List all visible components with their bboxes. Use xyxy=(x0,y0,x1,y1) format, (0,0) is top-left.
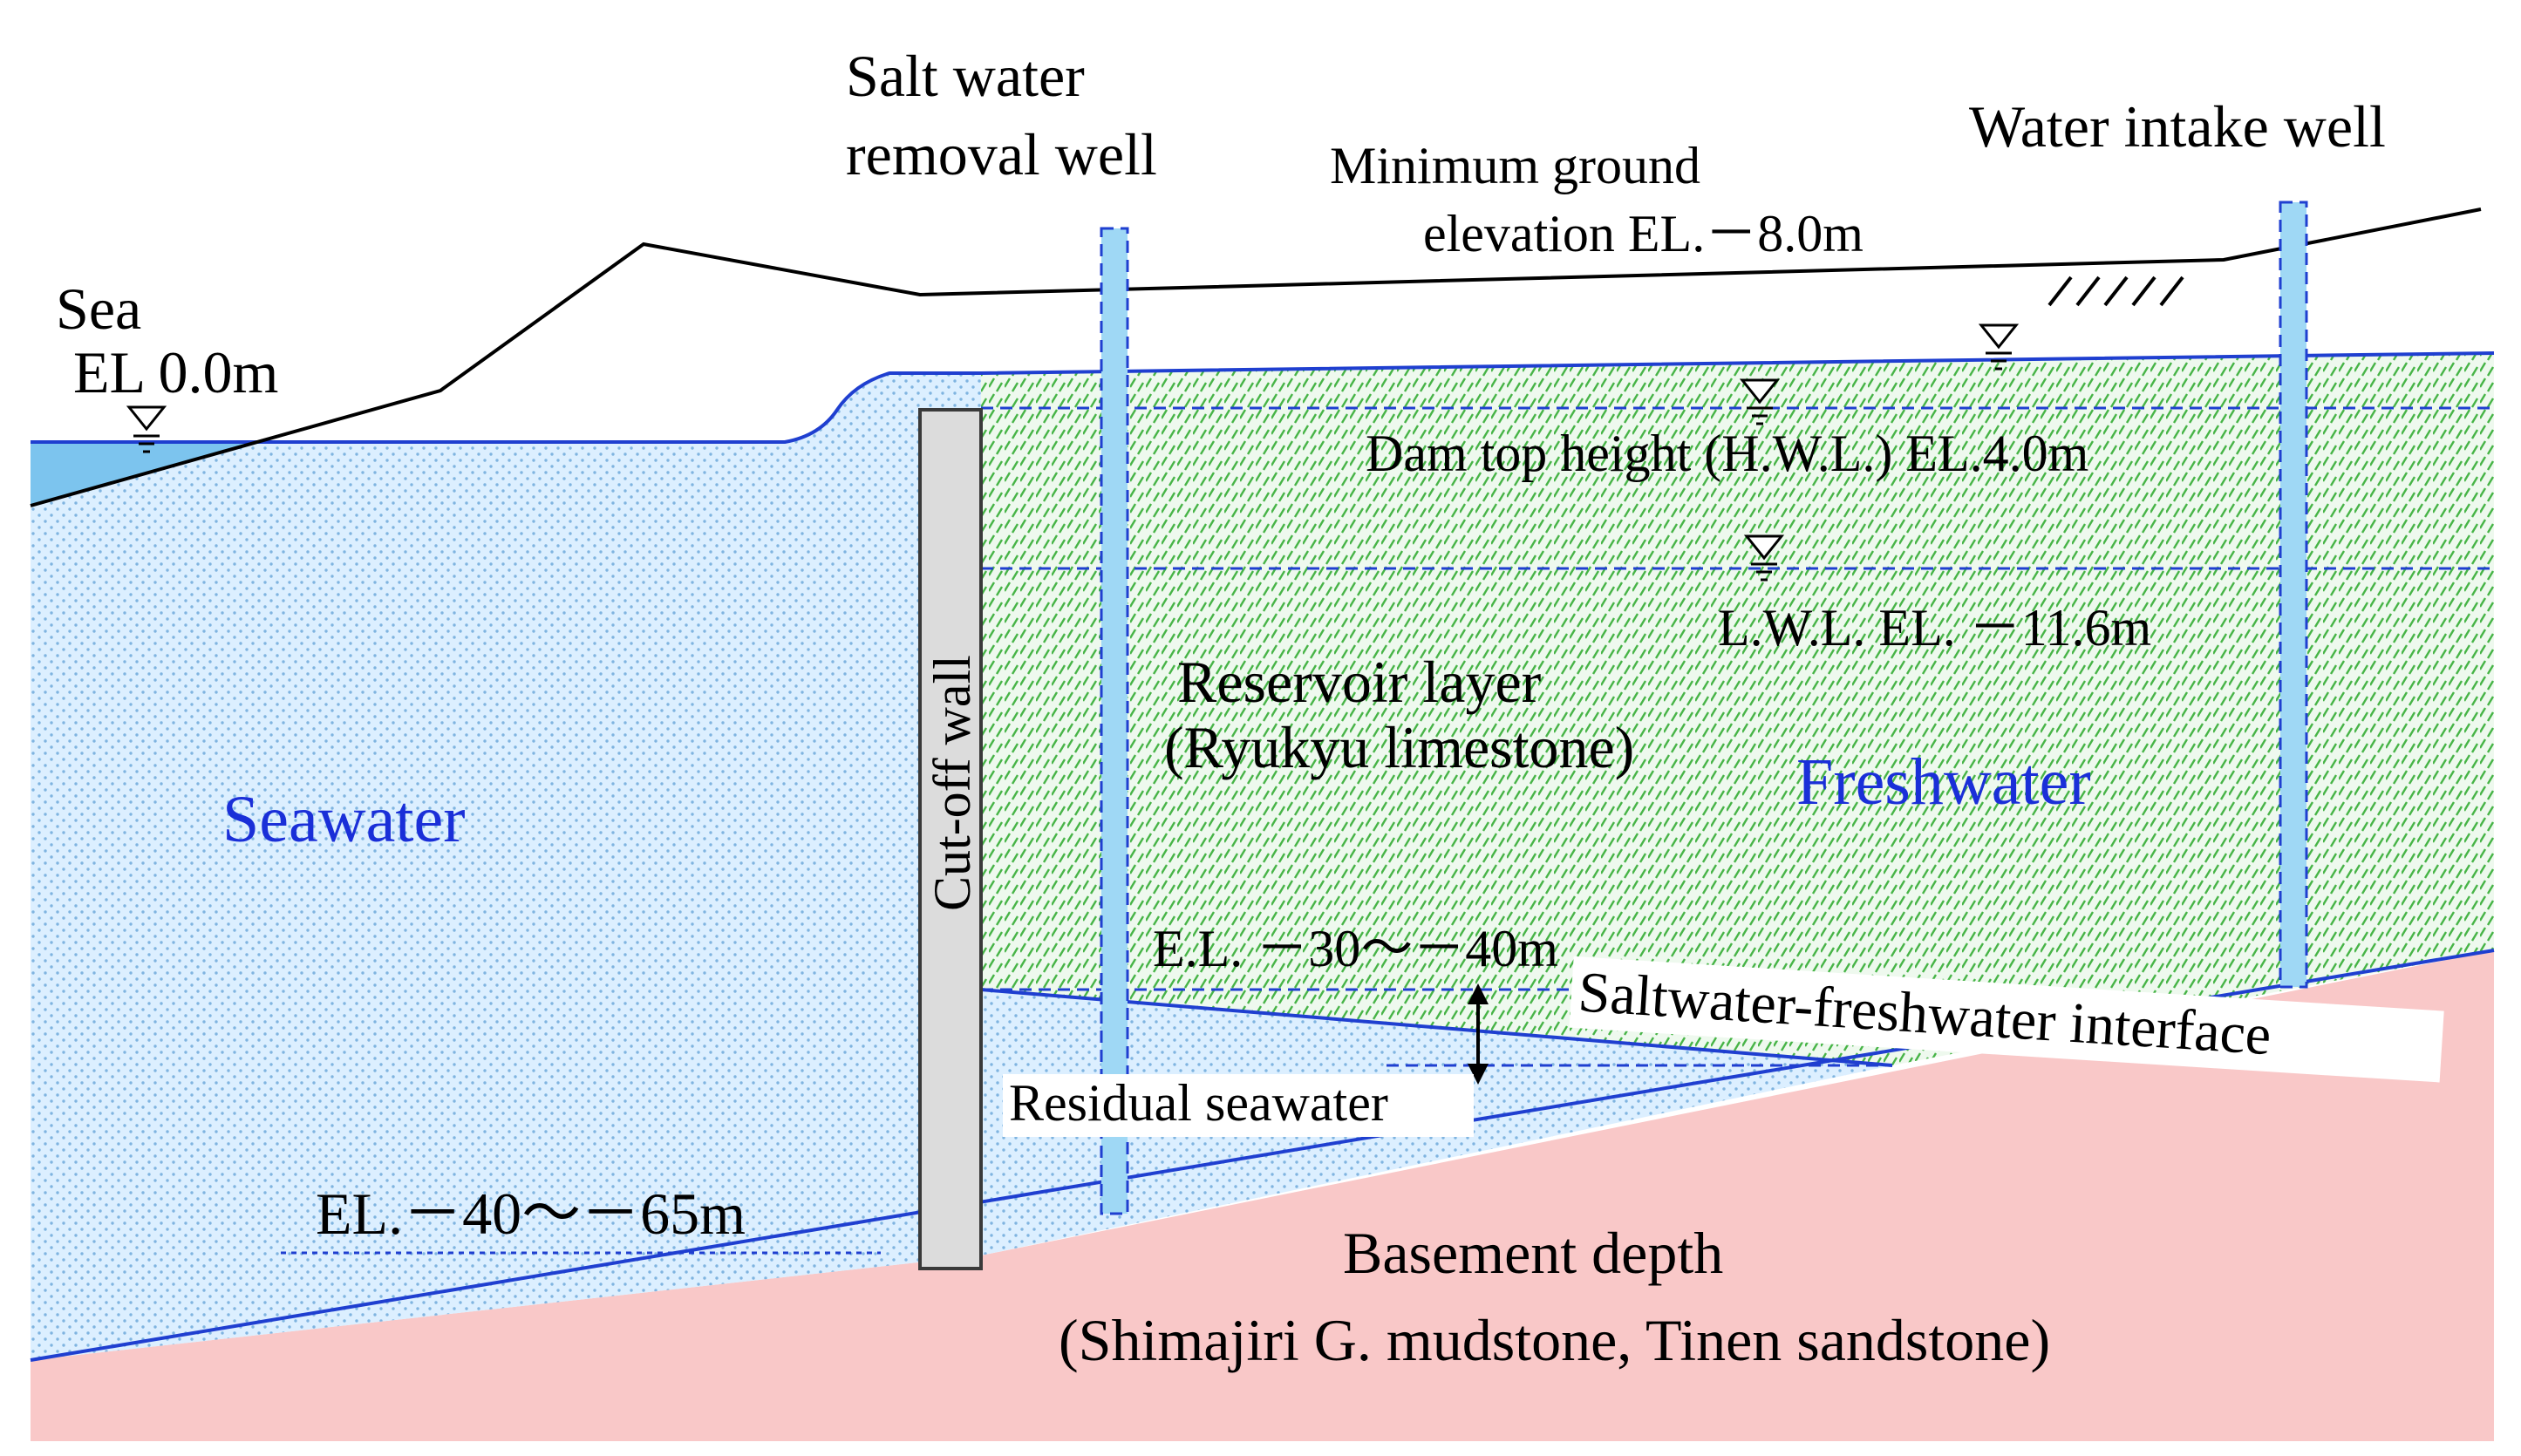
lwl-label: L.W.L. EL. －11.6m xyxy=(1718,599,2151,657)
reservoir-label: Reservoir layer xyxy=(1177,649,1542,715)
cutoff-wall-label: Cut-off wall xyxy=(923,655,981,911)
base-elevation-label: EL.－40～－65m xyxy=(316,1180,746,1247)
seawater-zone xyxy=(31,373,981,1360)
intake-well-label: Water intake well xyxy=(1969,93,2386,160)
salt-well-label: removal well xyxy=(846,121,1157,187)
basement-zone xyxy=(31,950,2494,1441)
sea-label: Sea xyxy=(56,276,141,342)
water-level-symbol xyxy=(1743,534,1785,582)
residual-seawater-label: Residual seawater xyxy=(1009,1074,1388,1132)
seawater-label: Seawater xyxy=(222,783,466,856)
freshwater-label: Freshwater xyxy=(1796,745,2091,819)
hwl-label: Dam top height (H.W.L.) EL.4.0m xyxy=(1366,425,2088,482)
water-level-symbol xyxy=(126,405,167,453)
interface-elevation-label: E.L. －30～－40m xyxy=(1153,920,1558,977)
interface-label-box xyxy=(1569,956,2444,1083)
salt-water-removal-well xyxy=(1100,227,1129,1215)
ground-hatch-marks xyxy=(2047,276,2184,307)
ground-surface xyxy=(30,208,2482,507)
basement-label: Basement depth xyxy=(1343,1220,1723,1286)
reservoir-label: (Ryukyu limestone) xyxy=(1164,714,1634,780)
cutoff-wall xyxy=(918,408,983,1270)
water-table-line xyxy=(31,351,2495,444)
interface-line xyxy=(980,988,1893,1067)
min-ground-label: Minimum ground xyxy=(1330,137,1700,194)
basement-label: (Shimajiri G. mudstone, Tinen sandstone) xyxy=(1059,1307,2050,1373)
water-intake-well xyxy=(2279,201,2308,989)
salt-well-label: Salt water xyxy=(846,43,1085,109)
min-ground-label: elevation EL.－8.0m xyxy=(1423,205,1863,262)
water-level-symbol xyxy=(1978,323,2020,371)
residual-label-box xyxy=(1003,1074,1474,1137)
freshwater-zone xyxy=(981,353,2494,1065)
sea-level-label: EL 0.0m xyxy=(73,339,278,405)
water-level-symbol xyxy=(1739,378,1781,425)
